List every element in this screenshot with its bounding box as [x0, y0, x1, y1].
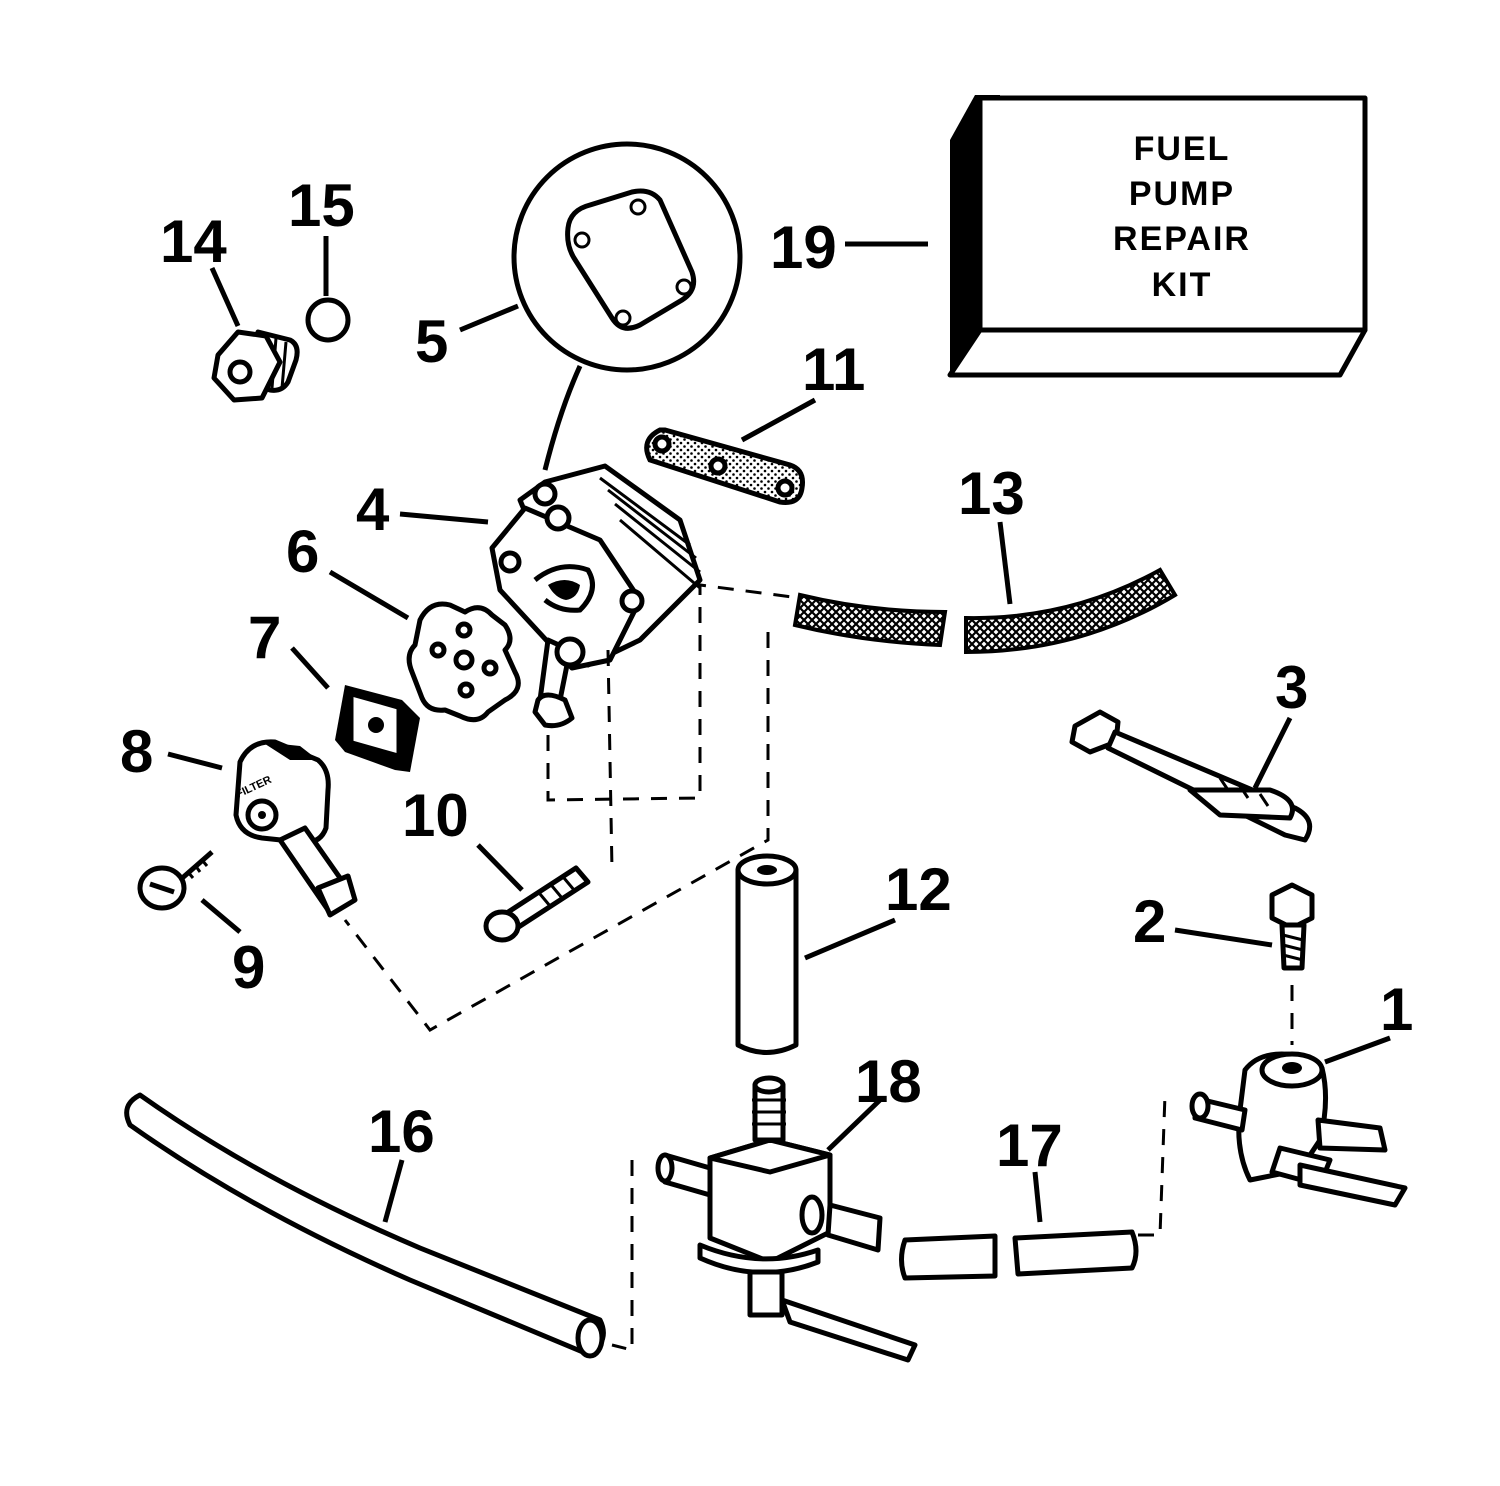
fuel-hose-16	[124, 1092, 606, 1359]
filter-cover: FILTER	[233, 739, 358, 918]
leader-10	[476, 843, 524, 892]
callout-5: 5	[415, 308, 448, 375]
callout-3: 3	[1275, 654, 1308, 721]
leader-2	[1174, 927, 1273, 948]
callout-numbers: 1 2 3 4 5 6 7 8 9 10 11 12 13 14 15 16 1…	[120, 172, 1413, 1179]
callout-7: 7	[248, 604, 281, 671]
callout-1: 1	[1380, 976, 1413, 1043]
shutoff-valve	[1189, 1051, 1408, 1208]
callout-15: 15	[288, 172, 355, 239]
leader-7	[290, 646, 330, 690]
leader-11	[740, 397, 817, 443]
kit-text-kit: KIT	[1152, 266, 1213, 304]
kit-text-repair: REPAIR	[1113, 220, 1251, 258]
leader-14	[209, 266, 241, 328]
pump-screw	[483, 865, 591, 943]
leader-13	[997, 521, 1013, 605]
diaphragm-plate	[406, 601, 521, 723]
leader-4	[399, 511, 489, 525]
callout-8: 8	[120, 718, 153, 785]
leader-1	[1324, 1035, 1391, 1065]
gasket-detail-callout	[511, 141, 743, 471]
kit-text-fuel: FUEL	[1134, 130, 1231, 168]
callout-16: 16	[368, 1098, 435, 1165]
fuel-hose-17	[899, 1229, 1139, 1281]
repair-kit-box: FUEL PUMP REPAIR KIT	[947, 95, 1368, 378]
callout-14: 14	[160, 208, 227, 275]
pump-gasket	[644, 427, 805, 505]
callout-19: 19	[770, 214, 837, 281]
fuel-hose-13	[792, 567, 1178, 655]
leader-6	[328, 569, 410, 621]
callout-17: 17	[996, 1112, 1063, 1179]
leader-12	[804, 917, 896, 961]
callout-4: 4	[356, 476, 390, 543]
fuel-pump-body	[489, 463, 703, 729]
cover-screw	[137, 850, 214, 911]
leader-16	[382, 1159, 405, 1223]
leader-17	[1032, 1171, 1043, 1223]
leader-18	[826, 1098, 882, 1152]
callout-2: 2	[1133, 888, 1166, 955]
kit-text-pump: PUMP	[1129, 175, 1235, 213]
callout-18: 18	[855, 1048, 922, 1115]
assembly-dash-lines	[343, 583, 1167, 1352]
leader-8	[167, 751, 223, 771]
mounting-bolt	[1269, 882, 1315, 971]
fuel-fitting-18	[655, 1075, 918, 1363]
drain-plug	[211, 329, 300, 403]
callout-6: 6	[286, 518, 319, 585]
callout-13: 13	[958, 460, 1025, 527]
check-ball	[305, 297, 351, 343]
callout-10: 10	[402, 782, 469, 849]
cable-tie	[1069, 709, 1313, 843]
callout-12: 12	[885, 856, 952, 923]
leader-3	[1252, 716, 1293, 790]
leader-9	[200, 898, 242, 934]
callout-9: 9	[232, 934, 265, 1001]
callout-11: 11	[802, 336, 865, 403]
filter-screen	[335, 685, 420, 772]
leader-5	[459, 303, 519, 333]
hose-connector	[735, 853, 799, 1055]
